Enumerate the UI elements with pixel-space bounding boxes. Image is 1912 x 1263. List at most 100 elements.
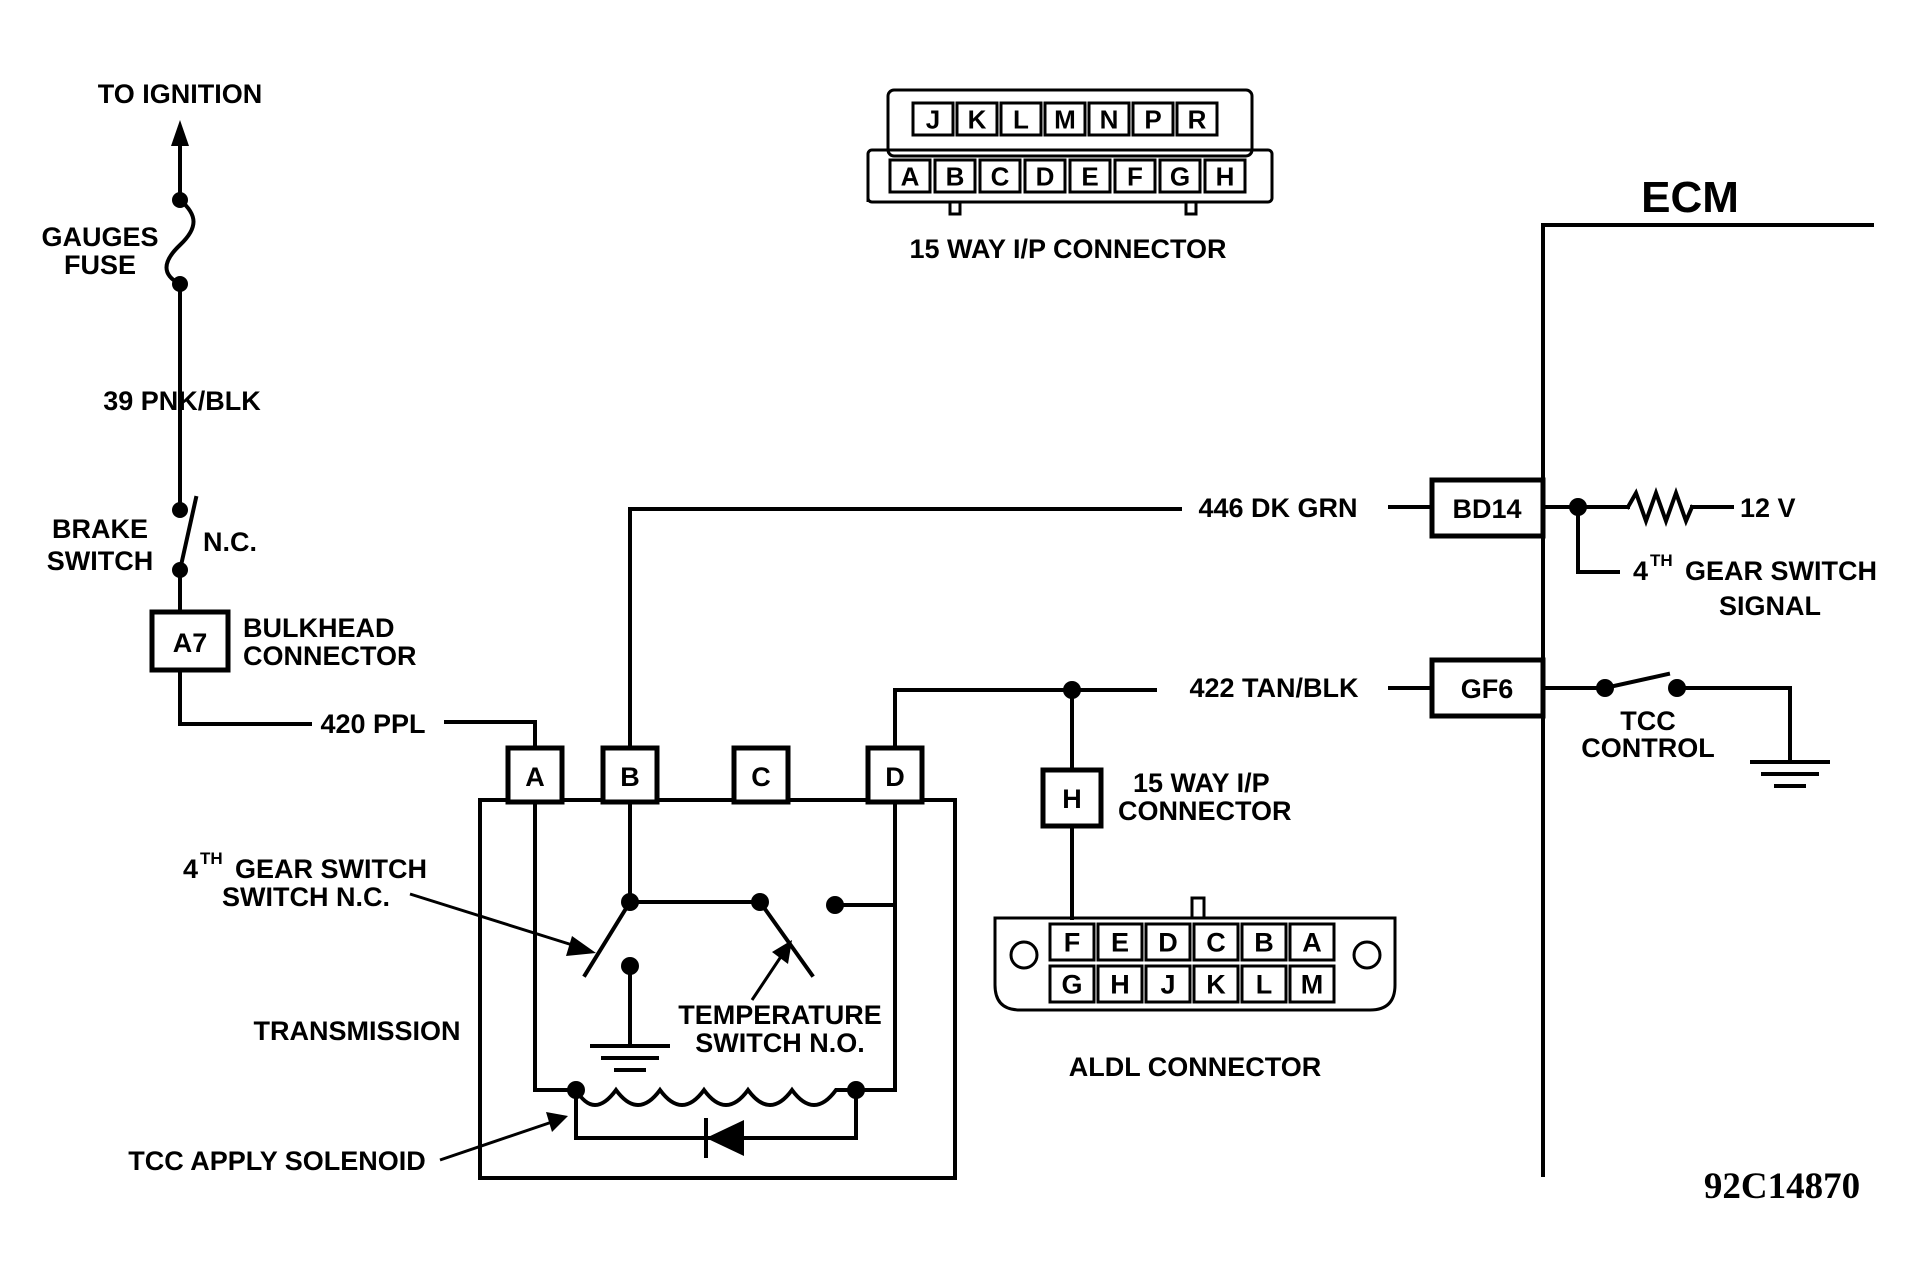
transmission-label: TRANSMISSION [253, 1016, 460, 1046]
connector-pin-box [955, 101, 999, 137]
ip-connector-top-label: 15 WAY I/P CONNECTOR [909, 234, 1226, 264]
tcc-label: TCC [1620, 706, 1676, 736]
connector-pin-box [1240, 964, 1288, 1004]
connector-pin-box [1203, 158, 1247, 194]
ip-15way-label-2: CONNECTOR [1118, 796, 1292, 826]
ground-icon [590, 1044, 670, 1072]
connector-pin-box [1048, 964, 1096, 1004]
connector-pin-box [1068, 158, 1112, 194]
connector-pin-label: M [1301, 970, 1324, 1000]
connector-pin-label: K [1206, 970, 1226, 1000]
connector-pin-label: G [1061, 970, 1082, 1000]
connector-pin-label: J [926, 104, 940, 134]
connector-pin-box [1043, 101, 1087, 137]
connector-pin-box [1144, 964, 1192, 1004]
connector-pin-label: F [1064, 928, 1081, 958]
gear-switch-2-label: GEAR SWITCH [235, 854, 427, 884]
connector-pin-box [1087, 101, 1131, 137]
connector-pin-box [1175, 101, 1219, 137]
fuse-label: FUSE [64, 250, 136, 280]
arrow-up-icon [171, 120, 189, 146]
connector-pin-label: C [991, 161, 1010, 191]
connector-pin-box [911, 101, 955, 137]
switch-nc-label: SWITCH N.C. [222, 882, 390, 912]
pin-bd14: BD14 [1452, 494, 1521, 524]
switch-no-label: SWITCH N.O. [695, 1028, 865, 1058]
connector-pin-box [1131, 101, 1175, 137]
connector-pin-label: D [1158, 928, 1178, 958]
connector-pin-box [1023, 158, 1067, 194]
bulkhead-connector-label: CONNECTOR [243, 641, 417, 671]
solenoid-coil-icon [573, 1086, 858, 1107]
gear-switch-label: GEAR SWITCH [1685, 556, 1877, 586]
diode-icon [704, 1118, 744, 1158]
connector-pin-label: J [1160, 970, 1175, 1000]
ecm-label: ECM [1641, 173, 1739, 222]
resistor-icon [1625, 487, 1695, 527]
pin-h: H [1062, 784, 1082, 814]
gauges-label: GAUGES [41, 222, 158, 252]
connector-pin-box [1192, 964, 1240, 1004]
connector-pin-label: B [946, 161, 965, 191]
control-label: CONTROL [1581, 733, 1714, 763]
wire-422-label: 422 TAN/BLK [1189, 673, 1359, 703]
transmission-block: A B C D 4 [128, 745, 957, 1180]
wire-39-label: 39 PNK/BLK [103, 386, 261, 416]
connector-pin-box [1113, 158, 1157, 194]
connector-pin-label: P [1144, 104, 1161, 134]
connector-pin-label: A [1302, 928, 1322, 958]
connector-pin-box [978, 158, 1022, 194]
ground-icon [1750, 760, 1830, 788]
brake-label: BRAKE [52, 514, 148, 544]
connector-pin-label: E [1081, 161, 1098, 191]
connector-pin-label: N [1100, 104, 1119, 134]
ip-15way-label-1: 15 WAY I/P [1133, 768, 1270, 798]
connector-pin-label: L [1013, 104, 1029, 134]
connector-pin-label: M [1054, 104, 1076, 134]
connector-pin-label: D [1036, 161, 1055, 191]
tcc-solenoid-label: TCC APPLY SOLENOID [128, 1146, 426, 1176]
h-connector: H 15 WAY I/P CONNECTOR [1040, 767, 1292, 829]
connector-pin-box [1288, 922, 1336, 962]
connector-pin-label: A [901, 161, 920, 191]
signal-label: SIGNAL [1719, 591, 1821, 621]
arrow-icon [546, 1112, 568, 1132]
to-ignition-label: TO IGNITION [98, 79, 263, 109]
connector-pin-box [999, 101, 1043, 137]
connector-pin-label: L [1256, 970, 1273, 1000]
connector-pin-label: C [1206, 928, 1226, 958]
switch-label: SWITCH [47, 546, 153, 576]
bulkhead-label: BULKHEAD [243, 613, 395, 643]
fourth-gear-signal-num: 4 [1633, 556, 1648, 586]
wire-420-label: 420 PPL [320, 709, 425, 739]
connector-pin-label: R [1188, 104, 1207, 134]
connector-pin-box [1048, 922, 1096, 962]
connector-pin-box [888, 158, 932, 194]
connector-pin-label: H [1216, 161, 1235, 191]
connector-pin-box [1096, 964, 1144, 1004]
twelve-v-label: 12 V [1740, 493, 1796, 523]
pin-a7: A7 [173, 628, 208, 658]
brake-switch: BRAKE SWITCH N.C. [47, 495, 257, 578]
connector-pin-label: H [1110, 970, 1130, 1000]
pin-trans-a: A [525, 762, 545, 792]
pin-trans-b: B [620, 762, 640, 792]
connector-pin-box [1096, 922, 1144, 962]
fourth-gear-sup: TH [200, 849, 223, 868]
ignition-feed: TO IGNITION [98, 79, 263, 202]
pin-trans-d: D [885, 762, 905, 792]
fourth-gear-num: 4 [183, 854, 198, 884]
gauges-fuse: GAUGES FUSE [41, 192, 196, 292]
arrow-icon [566, 936, 596, 956]
aldl-connector-label: ALDL CONNECTOR [1069, 1052, 1322, 1082]
arrow-icon [772, 940, 792, 964]
connector-pin-box [1158, 158, 1202, 194]
bulkhead-connector: A7 BULKHEAD CONNECTOR [149, 609, 417, 673]
connector-pin-box [933, 158, 977, 194]
